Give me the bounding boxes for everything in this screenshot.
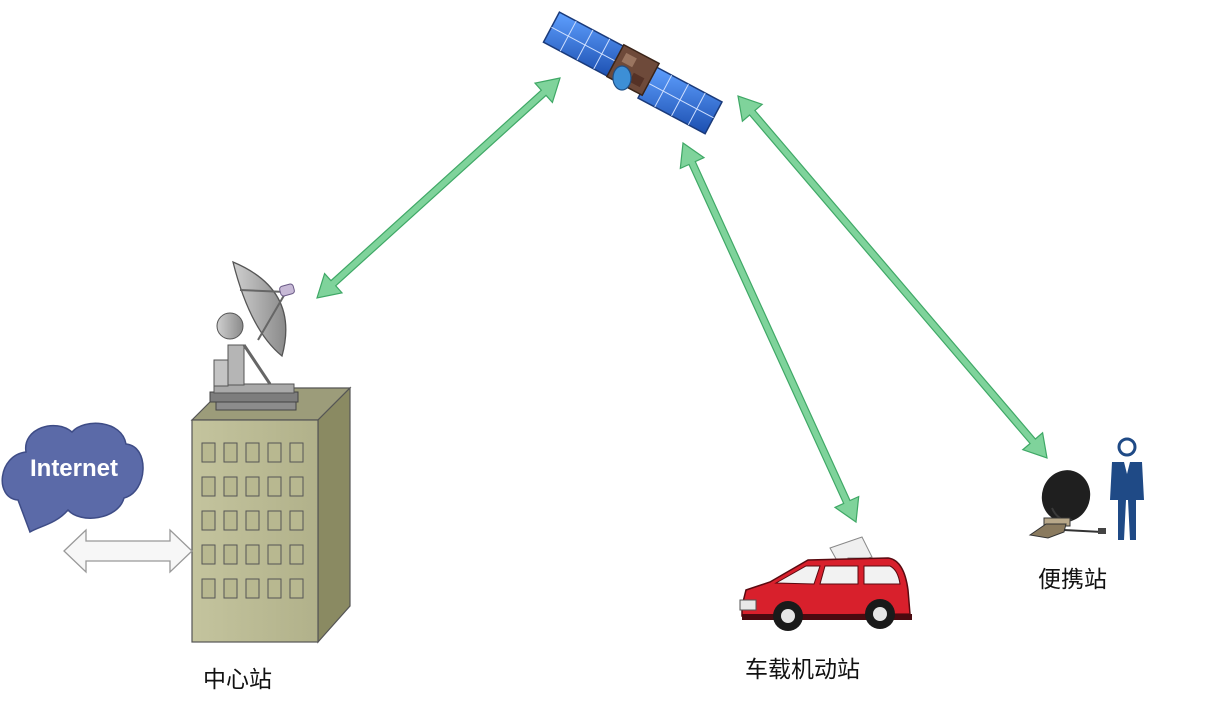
building-window: [201, 544, 216, 565]
building-window: [223, 544, 238, 565]
building-window: [245, 510, 260, 531]
building-window: [245, 578, 260, 599]
building-window: [267, 544, 282, 565]
building-window: [223, 442, 238, 463]
building-window: [289, 510, 304, 531]
building-window: [201, 578, 216, 599]
building-window: [245, 442, 260, 463]
van-icon: [739, 536, 912, 631]
link-arrow-satellite-vehicle: [679, 141, 860, 524]
link-arrows: [316, 77, 1048, 524]
building-icon: [190, 386, 352, 644]
building-window: [267, 442, 282, 463]
building-window: [245, 544, 260, 565]
link-arrow-satellite-center: [316, 77, 561, 299]
cloud-icon: [1, 422, 144, 534]
building-window: [289, 442, 304, 463]
portable-station-label: 便携站: [1038, 567, 1107, 593]
vehicle-station-label: 车载机动站: [745, 657, 860, 683]
building-window: [245, 476, 260, 497]
person-icon: [1110, 437, 1144, 540]
satellite-icon: [542, 11, 724, 135]
building-window: [201, 476, 216, 497]
building-window: [223, 510, 238, 531]
building-window: [267, 510, 282, 531]
building-window: [289, 578, 304, 599]
building-window: [201, 442, 216, 463]
building-window: [201, 510, 216, 531]
building-windows: [201, 442, 304, 599]
building-window: [289, 544, 304, 565]
dish-antenna-icon: [209, 260, 299, 411]
link-arrow-satellite-portable: [737, 95, 1048, 459]
building-window: [223, 578, 238, 599]
building-window: [267, 476, 282, 497]
building-window: [223, 476, 238, 497]
portable-dish-icon: [1028, 470, 1106, 539]
building-window: [289, 476, 304, 497]
center-station-label: 中心站: [203, 667, 272, 693]
internet-link-arrow: [63, 528, 193, 574]
internet-label: Internet: [29, 455, 118, 482]
building-window: [267, 578, 282, 599]
